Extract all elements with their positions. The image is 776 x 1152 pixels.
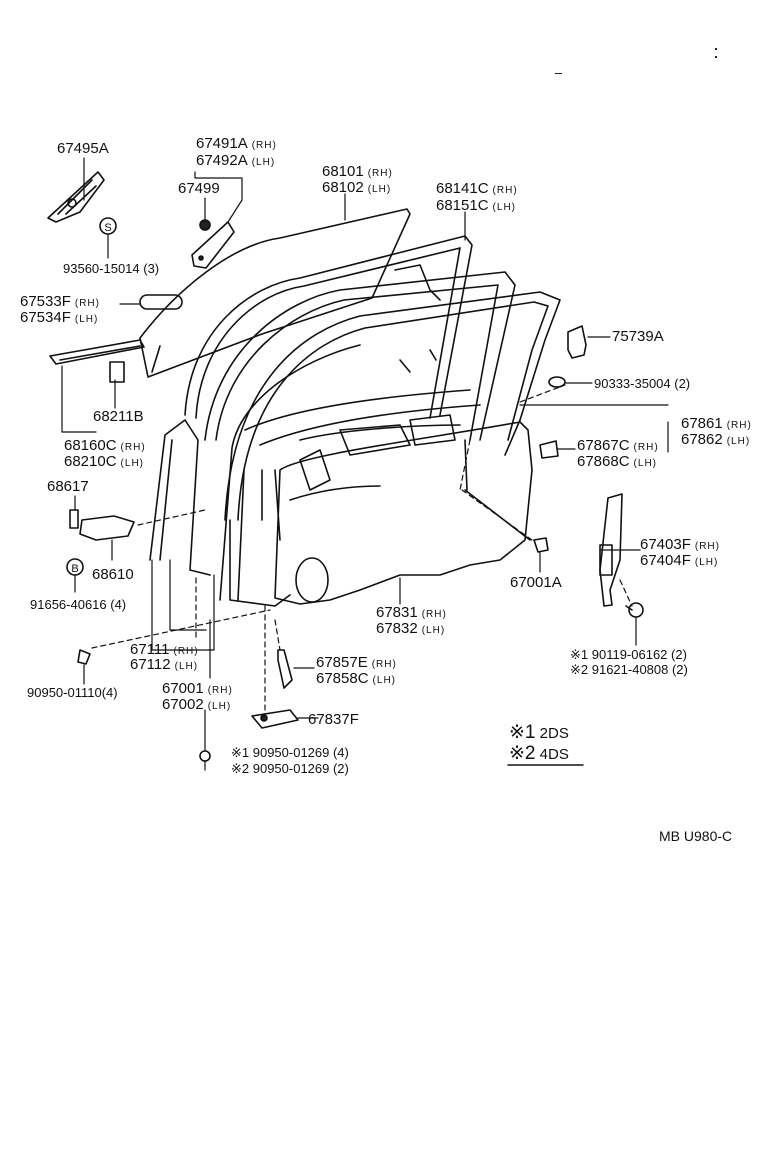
label-67492a: 67492A(LH) bbox=[196, 152, 276, 169]
label-68610: 68610 bbox=[92, 566, 134, 583]
glass-run-channel bbox=[184, 235, 473, 419]
door-handle bbox=[251, 709, 299, 729]
label-68101: 68101(RH) bbox=[322, 163, 393, 180]
label-67495a: 67495A bbox=[57, 140, 109, 157]
door-trim-panel bbox=[274, 421, 533, 605]
label-67858c: 67858C(LH) bbox=[316, 670, 396, 687]
dashed-guide-lines bbox=[91, 384, 633, 711]
bolt-b-letter: B bbox=[71, 563, 78, 575]
label-90950-01110: 90950-01110(4) bbox=[27, 685, 118, 700]
label-67491a: 67491A(RH) bbox=[196, 135, 277, 152]
label-67534f: 67534F(LH) bbox=[20, 309, 99, 326]
pin-67867c bbox=[539, 440, 559, 459]
outer-weatherstrip bbox=[49, 339, 145, 383]
label-67499: 67499 bbox=[178, 180, 220, 197]
label-90333-35004: 90333-35004 (2) bbox=[594, 376, 691, 391]
label-67112: 67112(LH) bbox=[130, 656, 199, 673]
label-67868c: 67868C(LH) bbox=[577, 453, 657, 470]
mirror-corner-cover bbox=[47, 171, 105, 223]
label-67111: 67111(RH) bbox=[130, 641, 199, 658]
label-68211b: 68211B bbox=[93, 408, 144, 425]
legend-row-2ds: ※1 2DS bbox=[509, 722, 569, 743]
leader-lines bbox=[61, 157, 669, 771]
label-75739a: 75739A bbox=[612, 328, 664, 345]
label-90950-01269-4ds: ※2 90950-01269 (2) bbox=[231, 761, 349, 776]
bolt-b-icon: B bbox=[66, 558, 84, 576]
bolt-90119 bbox=[625, 602, 644, 618]
rear-corner-piece bbox=[191, 219, 235, 269]
label-67861: 67861(RH) bbox=[681, 415, 752, 432]
label-67837f: 67837F bbox=[308, 711, 359, 728]
label-93560-15014: 93560-15014 (3) bbox=[63, 261, 160, 276]
label-67832: 67832(LH) bbox=[376, 620, 446, 637]
belt-molding bbox=[139, 294, 183, 310]
label-68151c: 68151C(LH) bbox=[436, 197, 516, 214]
label-68102: 68102(LH) bbox=[322, 179, 392, 196]
label-67001: 67001(RH) bbox=[162, 680, 233, 697]
label-68160c: 68160C(RH) bbox=[64, 437, 146, 454]
label-68141c: 68141C(RH) bbox=[436, 180, 518, 197]
clip-75739a bbox=[567, 325, 587, 359]
door-rail bbox=[599, 493, 623, 607]
pin-90950-01110 bbox=[77, 649, 91, 665]
screw-s-letter: S bbox=[104, 222, 111, 234]
label-67857e: 67857E(RH) bbox=[316, 654, 397, 671]
label-67404f: 67404F(LH) bbox=[640, 552, 719, 569]
label-90119-06162: ※1 90119-06162 (2) bbox=[570, 647, 687, 662]
diagram-code: MB U980-C bbox=[659, 828, 733, 844]
label-67867c: 67867C(RH) bbox=[577, 437, 659, 454]
pin-67001a bbox=[533, 537, 549, 553]
label-91656-40616: 91656-40616 (4) bbox=[30, 597, 127, 612]
door-glass bbox=[139, 208, 411, 378]
clip-90333 bbox=[548, 376, 566, 388]
label-67862: 67862(LH) bbox=[681, 431, 751, 448]
bottom-screw bbox=[199, 750, 211, 762]
screw-s-icon: S bbox=[99, 217, 117, 235]
label-67001a: 67001A bbox=[510, 574, 562, 591]
label-67533f: 67533F(RH) bbox=[20, 293, 100, 310]
label-68210c: 68210C(LH) bbox=[64, 453, 144, 470]
door-hinge bbox=[69, 509, 135, 541]
label-67002: 67002(LH) bbox=[162, 696, 232, 713]
label-90950-01269-2ds: ※1 90950-01269 (4) bbox=[231, 745, 349, 760]
striker-plate bbox=[277, 649, 293, 689]
label-68617: 68617 bbox=[47, 478, 89, 495]
label-91621-40808: ※2 91621-40808 (2) bbox=[570, 662, 688, 677]
legend-row-4ds: ※2 4DS bbox=[509, 743, 569, 764]
door-frame bbox=[149, 264, 561, 607]
label-67403f: 67403F(RH) bbox=[640, 536, 720, 553]
legend: ※1 2DS ※2 4DS bbox=[509, 723, 569, 765]
label-67831: 67831(RH) bbox=[376, 604, 447, 621]
